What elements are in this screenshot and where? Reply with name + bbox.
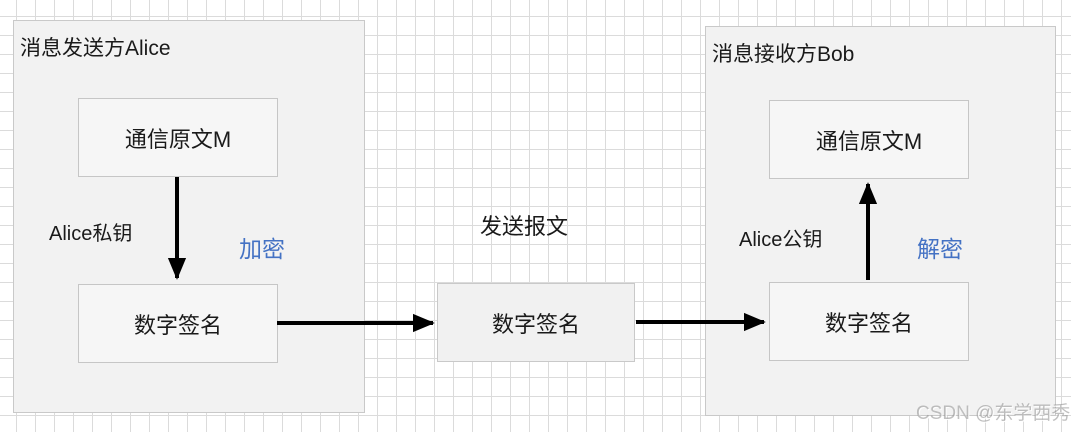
encrypt-label: 加密 (239, 236, 285, 262)
receiver-panel-title: 消息接收方Bob (712, 43, 855, 66)
sender-panel: 消息发送方Alice 通信原文M 数字签名 Alice私钥 加密 (13, 20, 365, 413)
receiver-signature-box: 数字签名 (769, 282, 969, 361)
sender-plaintext-box: 通信原文M (78, 98, 278, 177)
csdn-watermark: CSDN @东学西秀 (916, 403, 1071, 424)
decrypt-label: 解密 (917, 236, 963, 262)
sender-signature-box: 数字签名 (78, 284, 278, 363)
send-message-label: 发送报文 (479, 214, 568, 239)
public-key-label: Alice公钥 (739, 229, 823, 251)
private-key-label: Alice私钥 (49, 223, 133, 245)
receiver-plaintext-box: 通信原文M (769, 100, 969, 179)
receiver-panel: 消息接收方Bob 通信原文M 数字签名 Alice公钥 解密 (705, 26, 1056, 416)
sender-panel-title: 消息发送方Alice (20, 37, 171, 60)
transit-signature-box: 数字签名 (437, 283, 635, 362)
